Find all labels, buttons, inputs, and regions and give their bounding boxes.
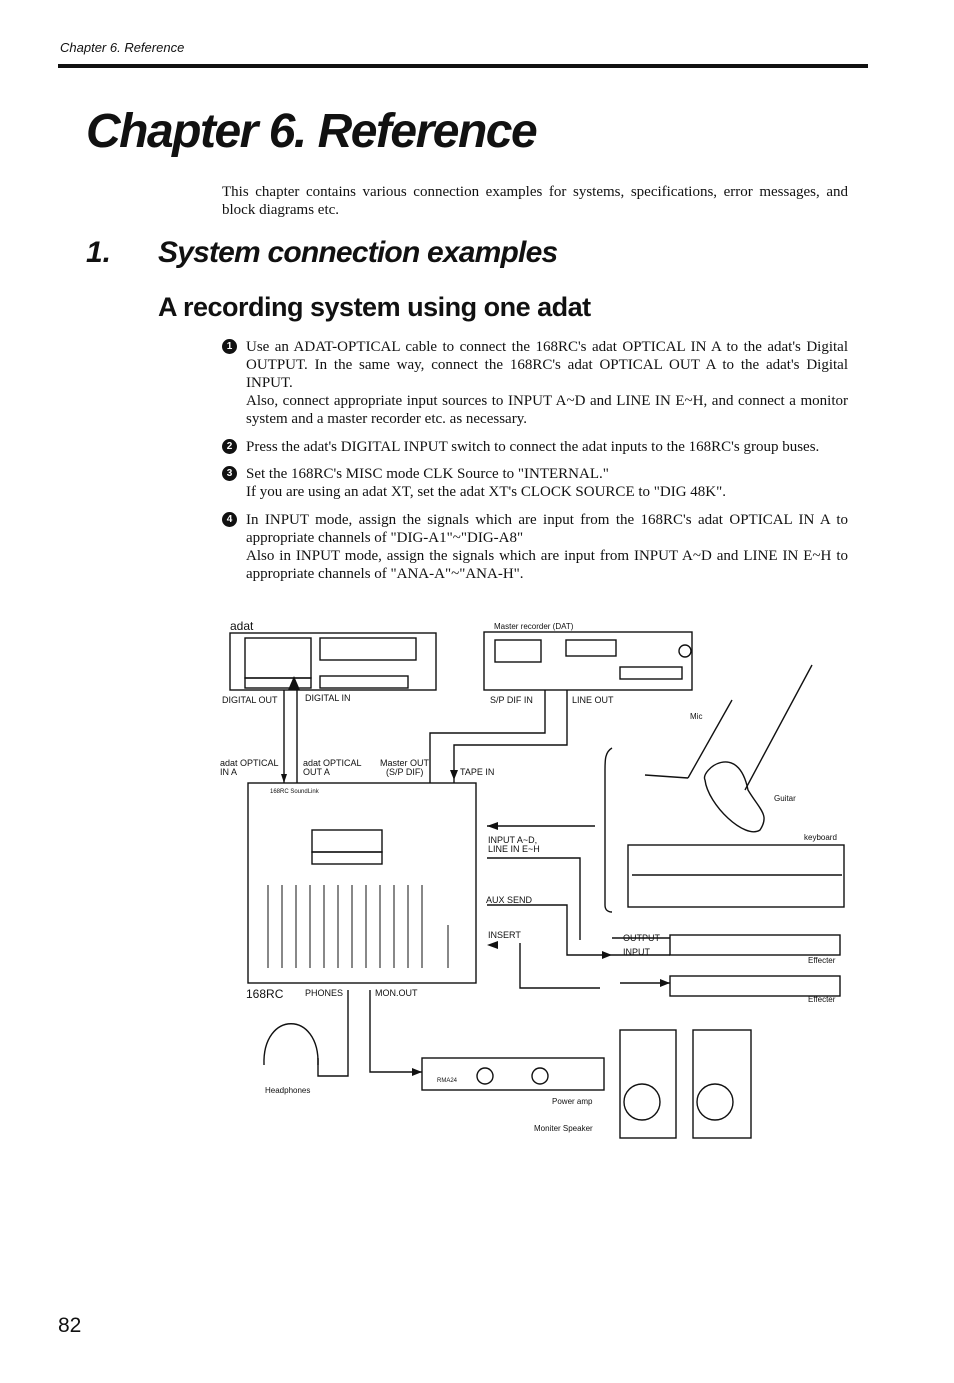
label-effecter-1: Effecter [808, 956, 836, 965]
label-insert: INSERT [488, 930, 521, 940]
running-head: Chapter 6. Reference [60, 40, 185, 55]
label-guitar: Guitar [774, 794, 796, 803]
label-mon-out: MON.OUT [375, 988, 418, 998]
step-marker: 1 [222, 339, 237, 354]
label-digital-out: DIGITAL OUT [222, 695, 278, 705]
label-tape-in: TAPE IN [460, 767, 494, 777]
label-effecter-2: Effecter [808, 995, 836, 1004]
step-2: 2 Press the adat's DIGITAL INPUT switch … [222, 438, 848, 456]
step-3: 3 Set the 168RC's MISC mode CLK Source t… [222, 465, 848, 501]
label-headphones: Headphones [265, 1086, 310, 1095]
label-input: INPUT [623, 947, 651, 957]
step-1: 1 Use an ADAT-OPTICAL cable to connect t… [222, 338, 848, 428]
power-amp-unit [421, 1057, 605, 1091]
step-marker: 2 [222, 439, 237, 454]
mic-icon [687, 699, 733, 779]
label-master-out-spdif: (S/P DIF) [386, 767, 423, 777]
label-master-recorder: Master recorder (DAT) [494, 622, 574, 631]
guitar-icon [703, 761, 765, 833]
step-text: In INPUT mode, assign the signals which … [246, 512, 848, 546]
label-aux-send: AUX SEND [486, 895, 533, 905]
label-spdif-in: S/P DIF IN [490, 695, 533, 705]
effecter-unit-2 [669, 975, 841, 997]
master-recorder-unit [483, 631, 693, 691]
section-title: System connection examples [158, 236, 558, 269]
label-master-out: Master OUT [380, 758, 430, 768]
label-adat-optical-out: adat OPTICAL [303, 758, 362, 768]
label-adat-optical-in: adat OPTICAL [220, 758, 279, 768]
mixer-168rc [247, 782, 477, 984]
step-text: Use an ADAT-OPTICAL cable to connect the… [246, 339, 848, 391]
step-text: Set the 168RC's MISC mode CLK Source to … [246, 466, 609, 482]
step-text: Also in INPUT mode, assign the signals w… [246, 548, 848, 582]
label-line-in-eh: LINE IN E~H [488, 844, 540, 854]
label-adat-optical-in-a: IN A [220, 767, 237, 777]
step-text: Also, connect appropriate input sources … [246, 393, 848, 427]
monitor-speaker-right [692, 1029, 752, 1139]
label-phones: PHONES [305, 988, 343, 998]
step-marker: 3 [222, 466, 237, 481]
label-output: OUTPUT [623, 933, 661, 943]
step-marker: 4 [222, 512, 237, 527]
label-input-ad: INPUT A~D, [488, 835, 537, 845]
amp-model-label: RMA24 [437, 1078, 458, 1084]
page-number: 82 [58, 1314, 82, 1337]
label-168rc: 168RC [246, 987, 284, 1001]
label-keyboard: keyboard [804, 833, 837, 842]
label-line-out: LINE OUT [572, 695, 614, 705]
mixer-logo: 168RC SoundLink [270, 789, 320, 795]
step-4: 4 In INPUT mode, assign the signals whic… [222, 511, 848, 583]
step-text: If you are using an adat XT, set the ada… [246, 484, 727, 500]
keyboard-unit [627, 844, 845, 908]
effecter-unit-1 [669, 934, 841, 956]
adat-unit [229, 632, 437, 691]
section-number: 1. [86, 236, 112, 269]
label-digital-in: DIGITAL IN [305, 693, 351, 703]
label-mic: Mic [690, 712, 702, 721]
monitor-speaker-left [619, 1029, 677, 1139]
headphones-icon [263, 1023, 319, 1066]
header-rule [58, 64, 868, 68]
intro-paragraph: This chapter contains various connection… [222, 184, 848, 218]
label-monitor-speaker: Moniter Speaker [534, 1124, 593, 1133]
label-power-amp: Power amp [552, 1097, 593, 1106]
subsection-title: A recording system using one adat [158, 292, 591, 322]
step-text: Press the adat's DIGITAL INPUT switch to… [246, 439, 820, 455]
chapter-title: Chapter 6. Reference [86, 105, 538, 158]
label-adat: adat [230, 619, 254, 633]
label-adat-optical-out-a: OUT A [303, 767, 330, 777]
